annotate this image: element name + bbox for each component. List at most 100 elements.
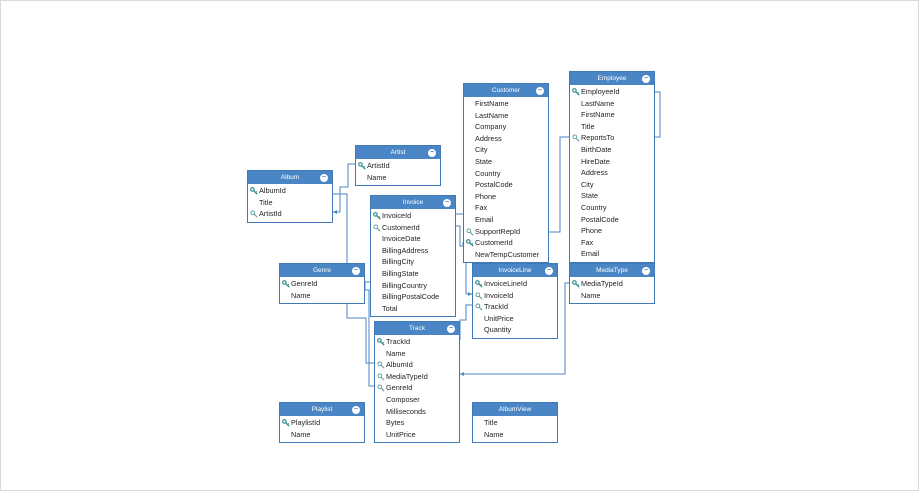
field-row[interactable]: MediaTypeId — [375, 371, 459, 383]
collapse-icon[interactable]: − — [443, 198, 451, 207]
field-row[interactable]: InvoiceId — [473, 290, 557, 302]
field-row[interactable]: LastName — [570, 98, 654, 110]
field-row[interactable]: ArtistId — [248, 208, 332, 220]
field-row[interactable]: HireDate — [570, 156, 654, 168]
field-row[interactable]: Title — [248, 197, 332, 209]
field-row[interactable]: BillingAddress — [371, 245, 455, 257]
field-row[interactable]: LastName — [464, 110, 548, 122]
field-row[interactable]: Composer — [375, 394, 459, 406]
field-row[interactable]: Email — [570, 248, 654, 260]
field-row[interactable]: UnitPrice — [375, 429, 459, 441]
field-row[interactable]: Milliseconds — [375, 406, 459, 418]
table-header[interactable]: Genre− — [280, 264, 364, 277]
field-row[interactable]: TrackId — [375, 336, 459, 348]
table-header[interactable]: InvoiceLine− — [473, 264, 557, 277]
field-row[interactable]: FirstName — [464, 98, 548, 110]
field-row[interactable]: BillingPostalCode — [371, 291, 455, 303]
table-header[interactable]: Invoice− — [371, 196, 455, 209]
field-row[interactable]: ArtistId — [356, 160, 440, 172]
collapse-icon[interactable]: − — [536, 86, 544, 95]
field-row[interactable]: Name — [375, 348, 459, 360]
field-row[interactable]: Name — [280, 290, 364, 302]
field-row[interactable]: PostalCode — [570, 214, 654, 226]
field-row[interactable]: Phone — [570, 225, 654, 237]
table-header[interactable]: Playlist− — [280, 403, 364, 416]
field-row[interactable]: BillingState — [371, 268, 455, 280]
field-row[interactable]: GenreId — [280, 278, 364, 290]
collapse-icon[interactable]: − — [352, 405, 360, 414]
table-header[interactable]: Track− — [375, 322, 459, 335]
field-row[interactable]: Name — [356, 172, 440, 184]
field-row[interactable]: UnitPrice — [473, 313, 557, 325]
field-row[interactable]: Bytes — [375, 417, 459, 429]
collapse-icon[interactable]: − — [642, 74, 650, 83]
field-row[interactable]: Country — [570, 202, 654, 214]
field-row[interactable]: Company — [464, 121, 548, 133]
collapse-icon[interactable]: − — [642, 266, 650, 275]
field-row[interactable]: MediaTypeId — [570, 278, 654, 290]
field-row[interactable]: ReportsTo — [570, 132, 654, 144]
field-row[interactable]: AlbumId — [248, 185, 332, 197]
field-row[interactable]: Country — [464, 168, 548, 180]
field-row[interactable]: Name — [280, 429, 364, 441]
collapse-icon[interactable]: − — [447, 324, 455, 333]
field-row[interactable]: TrackId — [473, 301, 557, 313]
collapse-icon[interactable]: − — [320, 173, 328, 182]
field-row[interactable]: SupportRepId — [464, 226, 548, 238]
field-row[interactable]: Total — [371, 303, 455, 315]
field-row[interactable]: BirthDate — [570, 144, 654, 156]
field-row[interactable]: City — [570, 179, 654, 191]
table-header[interactable]: Employee− — [570, 72, 654, 85]
field-row[interactable]: Fax — [464, 202, 548, 214]
field-row[interactable]: Address — [464, 133, 548, 145]
field-row[interactable]: BillingCountry — [371, 280, 455, 292]
collapse-icon[interactable]: − — [428, 148, 436, 157]
field-row[interactable]: Fax — [570, 237, 654, 249]
table-header[interactable]: Album− — [248, 171, 332, 184]
field-name: BillingPostalCode — [382, 292, 440, 302]
field-row[interactable]: City — [464, 144, 548, 156]
field-row[interactable]: Phone — [464, 191, 548, 203]
field-row[interactable]: InvoiceId — [371, 210, 455, 222]
field-row[interactable]: NewTempCustomer — [464, 249, 548, 261]
field-row[interactable]: InvoiceDate — [371, 233, 455, 245]
field-row[interactable]: Email — [464, 214, 548, 226]
field-row[interactable]: Name — [473, 429, 557, 441]
table-header[interactable]: Artist− — [356, 146, 440, 159]
table-header[interactable]: AlbumView — [473, 403, 557, 416]
field-row[interactable]: Quantity — [473, 324, 557, 336]
field-row[interactable]: GenreId — [375, 382, 459, 394]
field-row[interactable]: AlbumId — [375, 359, 459, 371]
field-row[interactable]: CustomerId — [371, 222, 455, 234]
field-row[interactable]: Address — [570, 167, 654, 179]
field-row[interactable]: Title — [473, 417, 557, 429]
field-row[interactable]: Title — [570, 121, 654, 133]
field-row[interactable]: BillingCity — [371, 256, 455, 268]
collapse-icon[interactable]: − — [545, 266, 553, 275]
field-row[interactable]: PlaylistId — [280, 417, 364, 429]
field-row[interactable]: CustomerId — [464, 237, 548, 249]
field-row[interactable]: PostalCode — [464, 179, 548, 191]
field-row[interactable]: InvoiceLineId — [473, 278, 557, 290]
field-row[interactable]: EmployeeId — [570, 86, 654, 98]
field-row[interactable]: FirstName — [570, 109, 654, 121]
field-name: Fax — [475, 203, 488, 213]
field-row[interactable]: State — [570, 190, 654, 202]
table-header[interactable]: MediaType− — [570, 264, 654, 277]
field-row[interactable]: State — [464, 156, 548, 168]
field-row[interactable]: Name — [570, 290, 654, 302]
table-header[interactable]: Customer− — [464, 84, 548, 97]
collapse-icon[interactable]: − — [352, 266, 360, 275]
